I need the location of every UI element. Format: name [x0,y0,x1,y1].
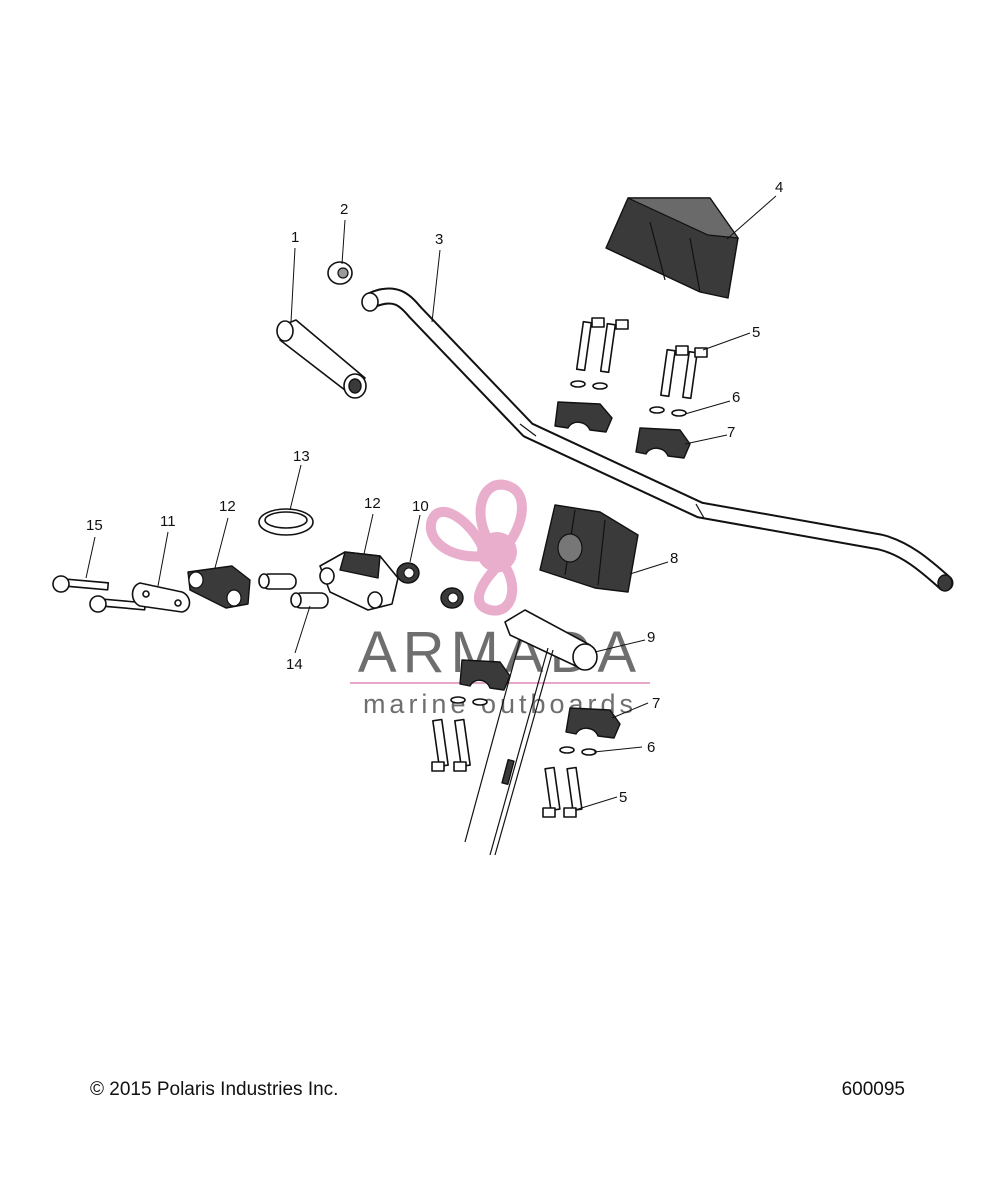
callout-7: 7 [727,424,735,441]
callout-5-lower: 5 [619,789,627,806]
lower-bolts [431,718,583,818]
handlebar [361,287,954,592]
plate-11 [131,582,191,613]
callout-6-lower: 6 [647,739,655,756]
bushings-10 [396,562,464,609]
callout-10: 10 [412,498,429,515]
callout-9: 9 [647,629,655,646]
callout-labels: 1 2 3 4 5 6 7 8 9 10 11 12 12 13 14 15 7… [86,179,783,806]
callout-15: 15 [86,517,103,534]
clamp-12-right [319,551,399,611]
callout-1: 1 [291,229,299,246]
callout-7-lower: 7 [652,695,660,712]
callout-11: 11 [160,513,176,530]
callout-5: 5 [752,324,760,341]
clamp-12-left [187,565,251,609]
callout-8: 8 [670,550,678,567]
propeller-logo [425,479,527,616]
spacers-14 [258,573,329,609]
copyright-notice: © 2015 Polaris Industries Inc. [90,1079,339,1100]
callout-4: 4 [775,179,783,196]
handlebar-cover [605,197,740,299]
callout-2: 2 [340,201,348,218]
lower-washers [450,696,597,756]
bar-end-plug [327,261,353,285]
callout-12-right: 12 [364,495,381,512]
drawing-number: 600095 [841,1079,905,1100]
callout-13: 13 [293,448,310,465]
steering-post [464,609,598,856]
callout-14: 14 [286,656,303,673]
bolts-15 [52,575,147,613]
callout-6: 6 [732,389,740,406]
upper-washers [570,380,687,417]
upper-clamps [554,401,691,459]
leader-lines [85,195,777,811]
handlebar-mount [539,504,639,593]
lower-clamps [459,659,621,739]
ring-13 [258,508,314,536]
callout-3: 3 [435,231,443,248]
upper-bolts [575,317,708,400]
callout-12-left: 12 [219,498,236,515]
grip [276,319,367,399]
